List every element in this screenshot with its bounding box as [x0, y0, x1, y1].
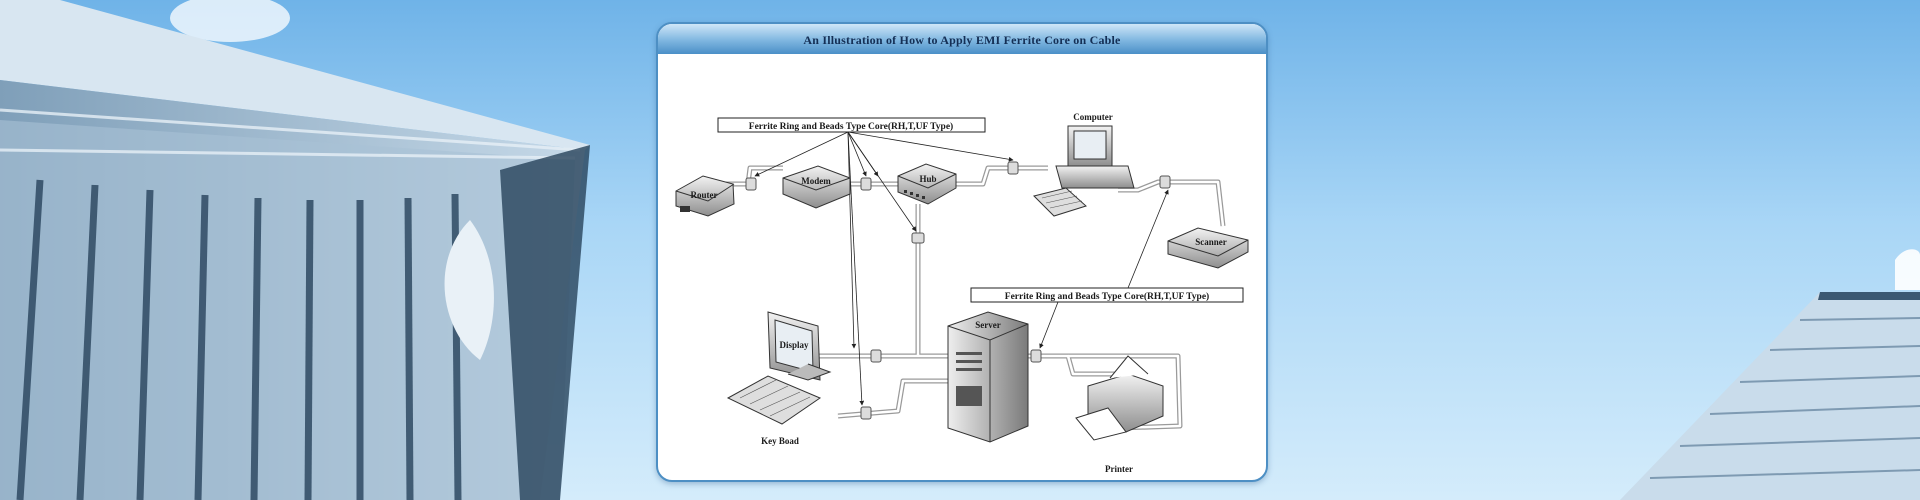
callout-top-label: Ferrite Ring and Beads Type Core(RH,T,UF…	[749, 121, 953, 132]
panel-title: An Illustration of How to Apply EMI Ferr…	[658, 24, 1266, 54]
modem-device: Modem	[782, 165, 851, 209]
ferrite-core-4	[1159, 175, 1171, 189]
server-device: Server	[947, 311, 1029, 443]
ferrite-core-3	[1007, 161, 1019, 175]
printer-device: Printer	[1075, 355, 1164, 474]
diagram-panel: An Illustration of How to Apply EMI Ferr…	[656, 22, 1268, 482]
cable-hub-computer	[948, 165, 1048, 187]
ferrite-core-2	[860, 177, 872, 191]
ferrite-core-5	[911, 232, 925, 244]
computer-label: Computer	[1073, 112, 1113, 122]
hub-device: Hub	[897, 163, 957, 205]
scanner-device: Scanner	[1167, 227, 1249, 269]
building-right-image	[1620, 249, 1920, 500]
callout-top-box: Ferrite Ring and Beads Type Core(RH,T,UF…	[717, 117, 986, 133]
building-left-image	[0, 0, 590, 500]
printer-label: Printer	[1105, 464, 1133, 474]
hub-label: Hub	[919, 174, 936, 184]
ferrite-core-7	[860, 406, 872, 420]
keyboard-device: Key Boad	[726, 375, 822, 446]
display-device: Display	[767, 311, 832, 381]
computer-device: Computer	[1033, 112, 1135, 217]
callout-right-label: Ferrite Ring and Beads Type Core(RH,T,UF…	[1005, 291, 1209, 302]
callout-right-box: Ferrite Ring and Beads Type Core(RH,T,UF…	[970, 287, 1244, 303]
router-device: Router	[675, 175, 735, 217]
modem-label: Modem	[801, 176, 831, 186]
cable-computer-scanner	[1118, 179, 1226, 227]
ferrite-core-6	[870, 349, 882, 363]
ferrite-core-1	[745, 177, 757, 191]
server-label: Server	[975, 320, 1000, 330]
ferrite-core-8	[1030, 349, 1042, 363]
router-label: Router	[691, 190, 718, 200]
network-diagram: Ferrite Ring and Beads Type Core(RH,T,UF…	[675, 112, 1249, 474]
scanner-label: Scanner	[1195, 237, 1227, 247]
display-label: Display	[779, 340, 809, 350]
keyboard-label: Key Boad	[761, 436, 799, 446]
